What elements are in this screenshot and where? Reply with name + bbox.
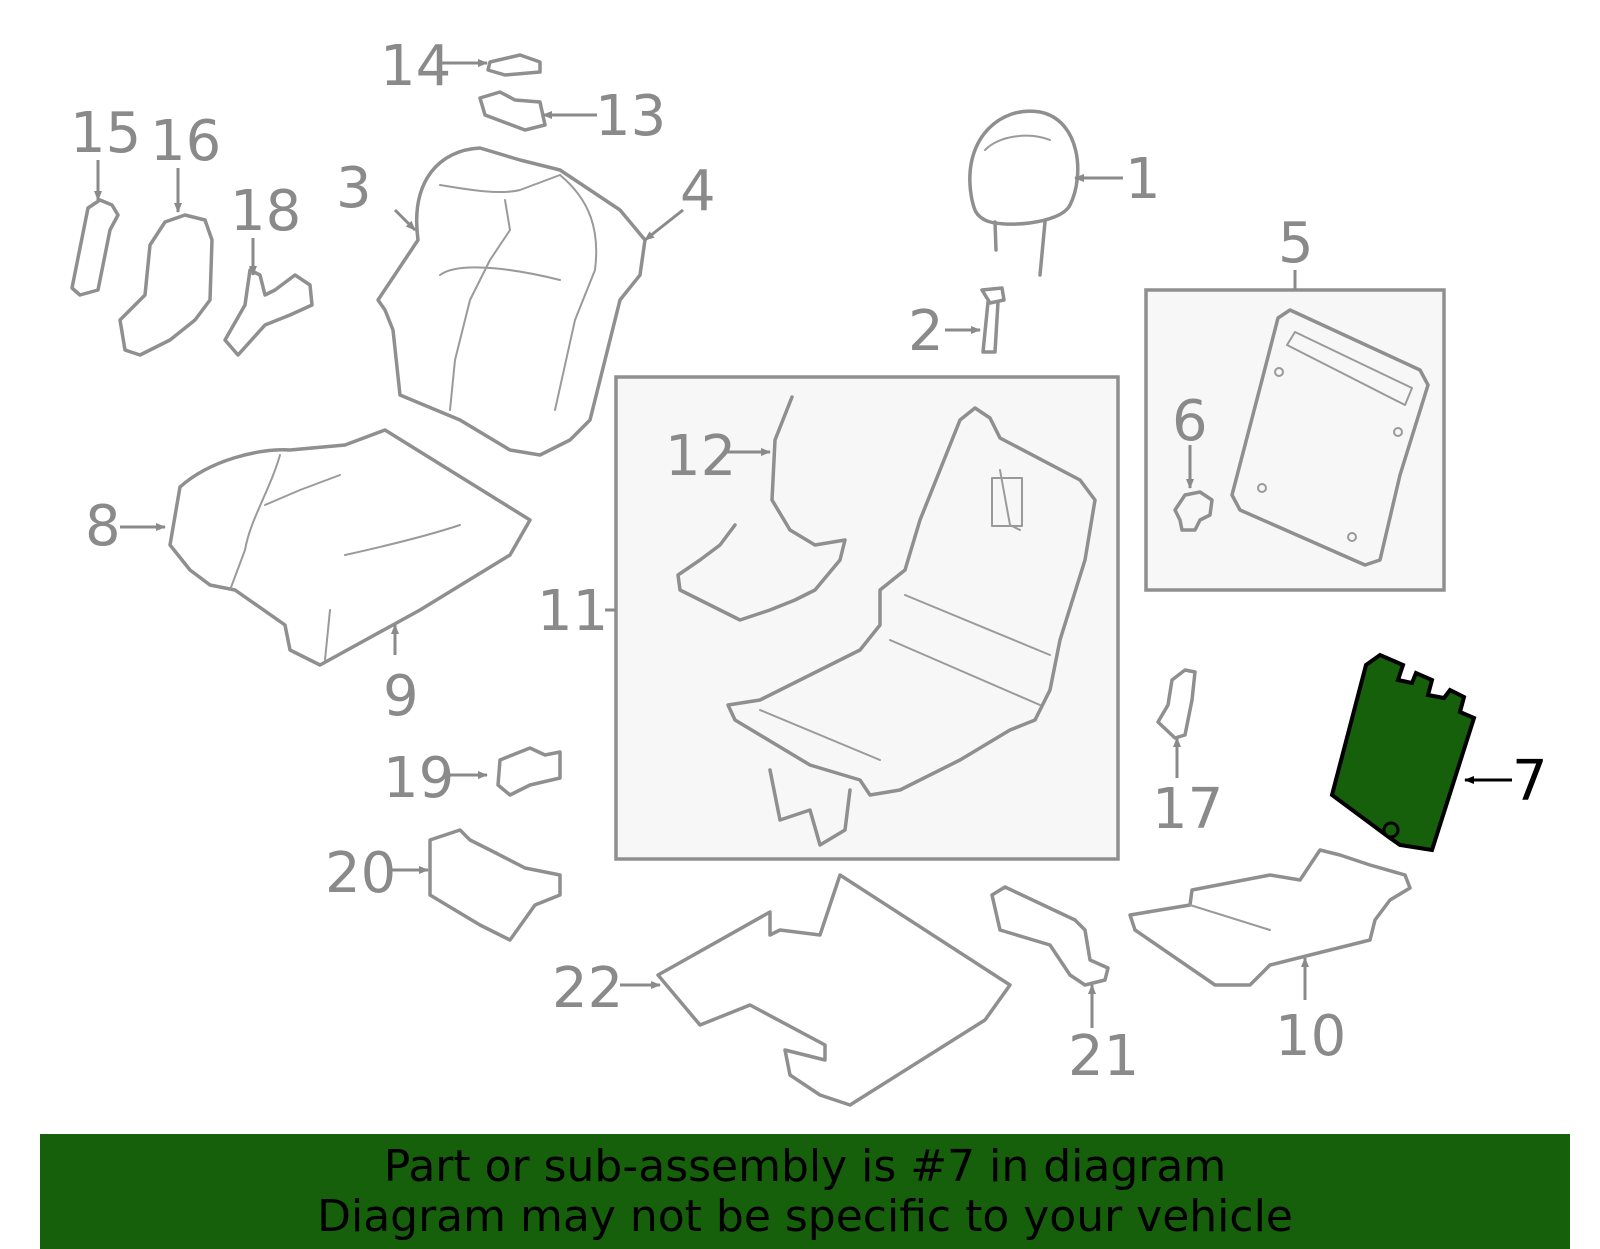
part-6-clip[interactable] [1173, 490, 1214, 532]
callout-3: 3 [336, 156, 372, 221]
part-3-4-seatback[interactable] [376, 146, 647, 457]
callout-2: 2 [908, 299, 944, 364]
callout-18: 18 [230, 179, 301, 244]
part-13-14-clips[interactable] [478, 53, 547, 132]
callout-6: 6 [1172, 389, 1208, 454]
part-5-panel[interactable] [1230, 308, 1430, 567]
callout-22: 22 [552, 956, 623, 1021]
callout-13: 13 [595, 84, 666, 149]
part-19-20-covers[interactable] [428, 746, 562, 942]
callout-16: 16 [150, 109, 221, 174]
banner-line-1: Part or sub-assembly is #7 in diagram [383, 1140, 1227, 1192]
part-8-9-cushion[interactable] [168, 428, 532, 667]
leader-lines [94, 59, 1512, 1028]
part-12-cable[interactable] [676, 395, 847, 622]
callout-5: 5 [1278, 211, 1314, 276]
part-21-trim[interactable] [990, 885, 1110, 987]
callout-1: 1 [1125, 147, 1161, 212]
callout-8: 8 [85, 494, 121, 559]
callout-20: 20 [325, 841, 396, 906]
callout-7: 7 [1512, 749, 1548, 814]
part-10-cover[interactable] [1128, 848, 1412, 987]
callout-labels: 1 2 3 4 5 6 7 8 9 10 11 12 13 14 15 16 1… [70, 34, 1548, 1089]
callout-11: 11 [537, 579, 608, 644]
info-banner: Part or sub-assembly is #7 in diagram Di… [40, 1134, 1570, 1249]
part-2-guide[interactable] [980, 286, 1006, 354]
callout-4: 4 [680, 159, 716, 224]
callout-21: 21 [1068, 1024, 1139, 1089]
part-7-highlighted[interactable] [1329, 652, 1477, 853]
part-1-headrest[interactable] [968, 109, 1080, 277]
callout-12: 12 [665, 424, 736, 489]
subassembly-box-5 [1144, 288, 1446, 592]
part-22-cover[interactable] [656, 873, 1012, 1107]
callout-17: 17 [1152, 777, 1223, 842]
part-17-trim[interactable] [1156, 668, 1197, 740]
part-11-frame[interactable] [726, 406, 1097, 847]
part-15-16-18-brackets[interactable] [70, 198, 314, 357]
banner-line-2: Diagram may not be specific to your vehi… [317, 1190, 1293, 1242]
callout-10: 10 [1275, 1004, 1346, 1069]
callout-14: 14 [380, 34, 451, 99]
callout-9: 9 [383, 664, 419, 729]
callout-15: 15 [70, 101, 141, 166]
callout-19: 19 [383, 746, 454, 811]
